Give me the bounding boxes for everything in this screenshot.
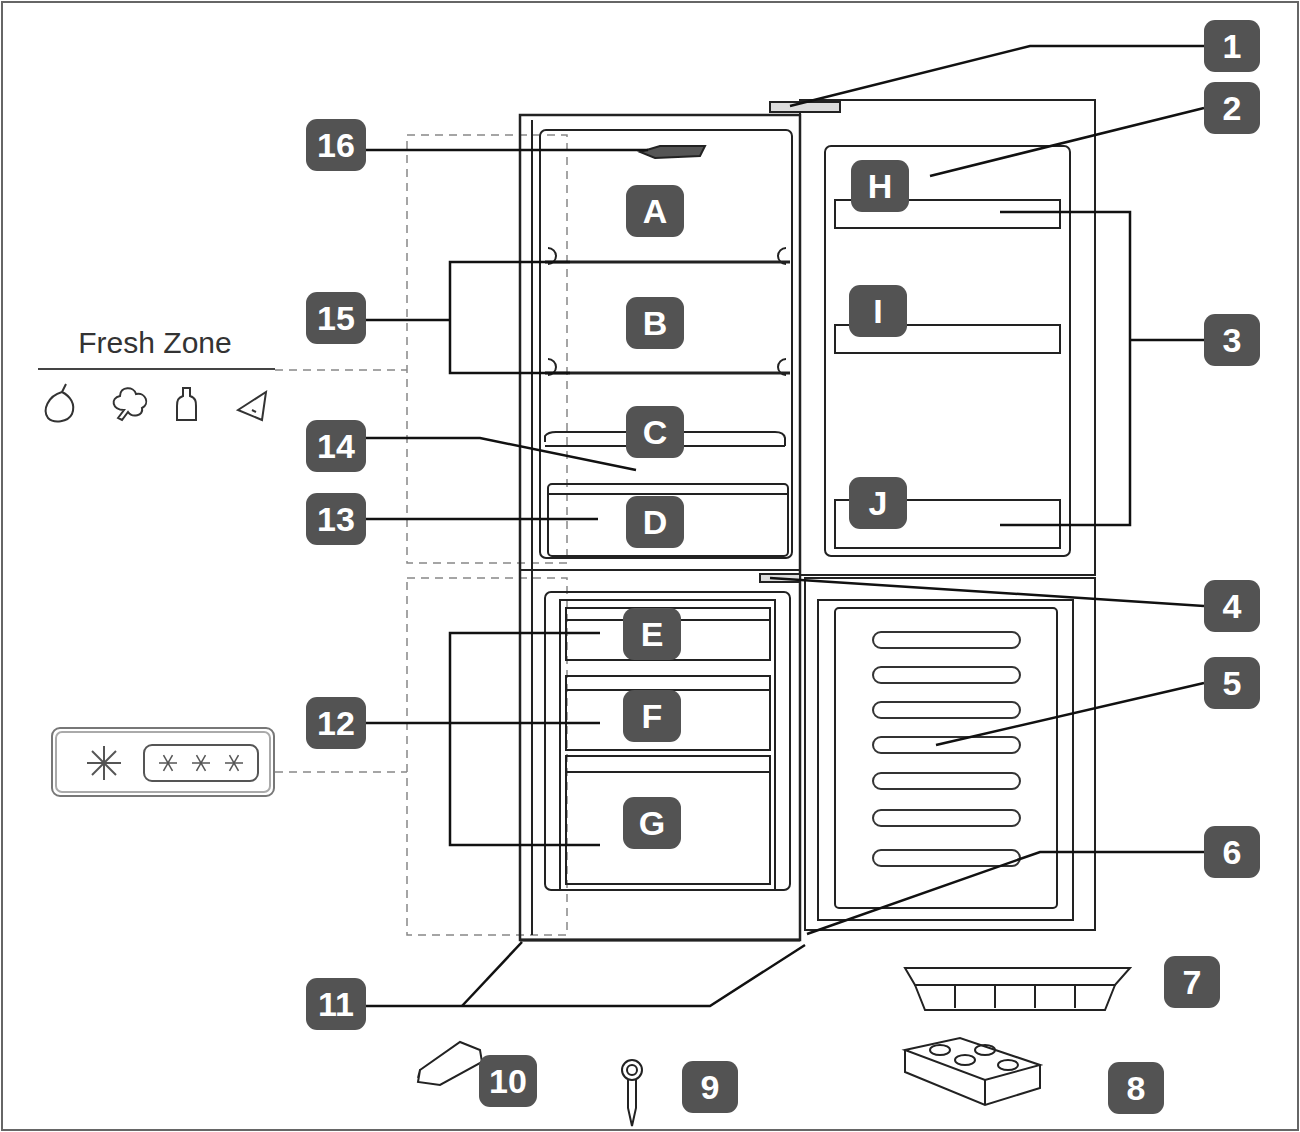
- callout-badge: 4: [1204, 580, 1260, 632]
- callout-number: D: [643, 503, 668, 542]
- callout-number: 9: [701, 1068, 720, 1107]
- callout-badge: 6: [1204, 826, 1260, 878]
- callout-badge: A: [626, 185, 684, 237]
- callout-badge: 7: [1164, 956, 1220, 1008]
- callout-number: B: [643, 304, 668, 343]
- callout-badge: 14: [306, 420, 366, 472]
- callout-badge: B: [626, 297, 684, 349]
- callout-number: 10: [489, 1062, 527, 1101]
- callout-badge: F: [623, 690, 681, 742]
- callout-badge: H: [851, 160, 909, 212]
- callout-badge: D: [626, 496, 684, 548]
- callout-number: 3: [1223, 321, 1242, 360]
- callout-number: 15: [317, 299, 355, 338]
- callout-number: 4: [1223, 587, 1242, 626]
- callout-number: 5: [1223, 664, 1242, 703]
- callout-badge: 16: [306, 119, 366, 171]
- callout-badge: 3: [1204, 314, 1260, 366]
- callout-number: 11: [318, 985, 354, 1024]
- callout-badge: 12: [306, 697, 366, 749]
- callout-number: 13: [317, 500, 355, 539]
- callout-badge: E: [623, 608, 681, 660]
- callout-badge: 8: [1108, 1062, 1164, 1114]
- callout-badge: 11: [306, 978, 366, 1030]
- callout-badge: 10: [479, 1055, 537, 1107]
- callout-number: F: [642, 697, 663, 736]
- callout-number: 2: [1223, 89, 1242, 128]
- callout-badge: 13: [306, 493, 366, 545]
- callout-number: 16: [317, 126, 355, 165]
- callout-number: 8: [1127, 1069, 1146, 1108]
- callout-number: 14: [317, 427, 355, 466]
- callout-number: C: [643, 413, 668, 452]
- callout-badge: 2: [1204, 82, 1260, 134]
- callout-badge: J: [849, 477, 907, 529]
- callout-number: A: [643, 192, 668, 231]
- callout-badge: 15: [306, 292, 366, 344]
- callout-number: I: [873, 292, 882, 331]
- zone-label: Fresh Zone: [78, 326, 231, 360]
- callout-badge: C: [626, 406, 684, 458]
- callout-badge: 9: [682, 1061, 738, 1113]
- callout-number: G: [639, 804, 665, 843]
- callout-number: E: [641, 615, 664, 654]
- callout-number: 12: [317, 704, 355, 743]
- callout-badge: I: [849, 285, 907, 337]
- callout-badge: 5: [1204, 657, 1260, 709]
- callout-number: 1: [1223, 27, 1242, 66]
- callout-badge: G: [623, 797, 681, 849]
- callout-number: J: [869, 484, 888, 523]
- callout-number: 7: [1183, 963, 1202, 1002]
- callout-number: H: [868, 167, 893, 206]
- callout-number: 6: [1223, 833, 1242, 872]
- callout-badge: 1: [1204, 20, 1260, 72]
